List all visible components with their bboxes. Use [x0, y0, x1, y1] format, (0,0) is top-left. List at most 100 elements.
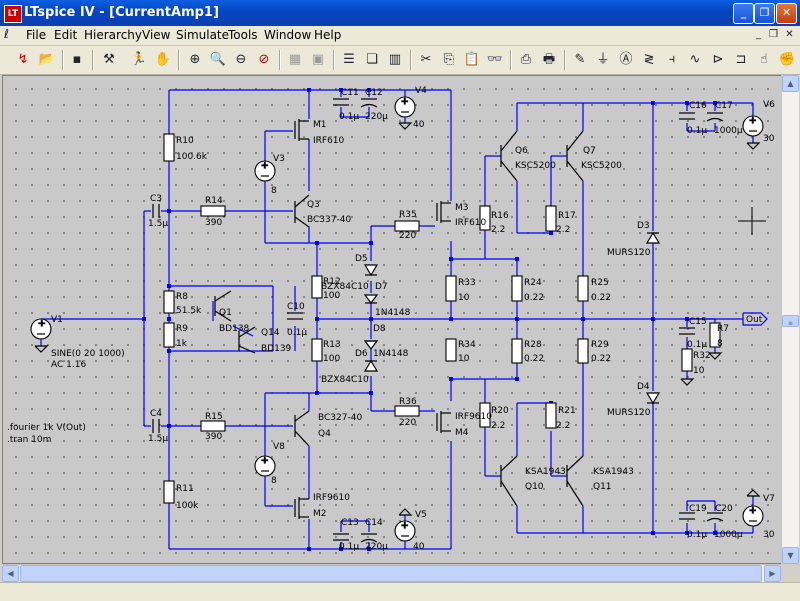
resistor-r12	[311, 275, 323, 299]
source-v1	[30, 318, 52, 340]
label-v8-value: 8	[271, 476, 277, 486]
cut-icon[interactable]: ✂	[420, 52, 432, 67]
net-label-out: Out	[746, 315, 763, 325]
schematic-canvas[interactable]: + + + + + + +	[2, 75, 782, 564]
label-r20: R20	[491, 406, 509, 416]
label-r12-value: 100	[323, 291, 340, 301]
source-v6	[742, 115, 764, 137]
svg-text:+: +	[401, 521, 409, 531]
directive-fourier: .fourier 1k V(Out)	[7, 423, 86, 433]
source-v4	[394, 96, 416, 118]
vertical-scroll-thumb[interactable]: ≡	[782, 315, 799, 327]
minimize-button[interactable]: _	[733, 3, 754, 24]
label-r13-value: 100	[323, 354, 340, 364]
horizontal-scroll-thumb[interactable]	[20, 565, 762, 582]
resistor-r10	[163, 133, 175, 162]
zoom-cancel-icon[interactable]: ⊘	[258, 52, 270, 67]
label-r36-value: 220	[399, 418, 416, 428]
copy-icon[interactable]: ⎘	[443, 52, 455, 67]
cascade-icon[interactable]: ❏	[366, 52, 378, 67]
source-v7	[742, 505, 764, 527]
resistor-r9	[163, 322, 175, 348]
label-r33: R33	[458, 278, 476, 288]
resistor-r17	[545, 205, 557, 232]
diode-icon[interactable]: ⊳	[712, 52, 724, 67]
component-lines: + + + + + + +	[34, 96, 761, 543]
run-icon[interactable]: ↯	[17, 52, 29, 67]
move-icon[interactable]: ☝	[760, 52, 768, 67]
draw-wire-icon[interactable]: ✎	[574, 52, 586, 67]
resistor-r15	[200, 420, 226, 432]
menu-hierarchy[interactable]: Hierarchy	[84, 28, 143, 42]
menu-view[interactable]: View	[142, 28, 171, 42]
resistor-icon[interactable]: ≷	[643, 52, 655, 67]
capacitor-icon[interactable]: ⫞	[668, 52, 676, 67]
close-button[interactable]: ✕	[776, 3, 797, 24]
autorange-icon[interactable]: ▦	[288, 52, 302, 67]
save-icon[interactable]: ▪	[72, 52, 82, 67]
zoom-in-icon[interactable]: ⊕	[189, 52, 201, 67]
label-q4-model: BC327-40	[318, 413, 362, 423]
ltspice-app-icon[interactable]: LT	[4, 5, 22, 23]
menu-bar: ℓ File Edit Hierarchy View Simulate Tool…	[0, 26, 800, 46]
label-q14: Q14	[261, 328, 280, 338]
tile-vertical-icon[interactable]: ▥	[388, 52, 402, 67]
ground-icon[interactable]: ⏚	[596, 52, 610, 67]
mdi-close-button[interactable]: ✕	[785, 29, 794, 40]
label-r10: R10	[176, 136, 194, 146]
drag-icon[interactable]: ✊	[778, 52, 796, 67]
label-r29: R29	[591, 340, 609, 350]
component-icon[interactable]: ⊐	[735, 52, 747, 67]
label-net-icon[interactable]: Ⓐ	[619, 52, 633, 67]
zoom-area-icon[interactable]: 🔍	[209, 52, 227, 67]
label-c13: C13	[341, 518, 359, 528]
scroll-down-icon[interactable]: ▼	[782, 547, 799, 564]
label-c3-value: 1.5µ	[148, 219, 168, 229]
label-r34: R34	[458, 340, 476, 350]
label-r21: R21	[558, 406, 576, 416]
fit-icon[interactable]: ▣	[311, 52, 325, 67]
menu-tools[interactable]: Tools	[228, 28, 258, 42]
horizontal-scrollbar[interactable]: ◀ ▶	[2, 564, 781, 582]
resistor-r7	[709, 322, 721, 348]
menu-edit[interactable]: Edit	[54, 28, 78, 42]
label-q1-model: BD138	[219, 324, 250, 334]
label-r14-value: 390	[205, 218, 222, 228]
label-m3-model: IRF610	[455, 218, 487, 228]
find-icon[interactable]: 👓	[486, 52, 504, 67]
resistor-r32	[681, 348, 693, 372]
source-v5	[394, 520, 416, 542]
document-icon[interactable]: ℓ	[4, 27, 9, 41]
label-r25-value: 0.22	[591, 293, 611, 303]
menu-simulate[interactable]: Simulate	[176, 28, 230, 42]
label-v6: V6	[763, 100, 775, 110]
mdi-restore-button[interactable]: ❐	[769, 29, 778, 40]
tile-horizontal-icon[interactable]: ☰	[343, 52, 355, 67]
label-r13: R13	[323, 340, 341, 350]
print-setup-icon[interactable]: ⎙	[520, 52, 532, 67]
control-panel-icon[interactable]: ⚒	[103, 52, 115, 67]
scroll-left-icon[interactable]: ◀	[2, 565, 19, 582]
paste-icon[interactable]: 📋	[463, 52, 481, 67]
vertical-scrollbar[interactable]: ▲ ≡ ▼	[781, 75, 799, 564]
run-simulation-icon[interactable]: 🏃	[130, 52, 148, 67]
scroll-right-icon[interactable]: ▶	[764, 565, 781, 582]
label-q11: Q11	[593, 482, 612, 492]
label-c4-value: 1.5µ	[148, 434, 168, 444]
pan-icon[interactable]: ✋	[154, 52, 172, 67]
maximize-button[interactable]: ❐	[754, 3, 775, 24]
menu-window[interactable]: Window	[264, 28, 312, 42]
menu-help[interactable]: Help	[314, 28, 342, 42]
label-r24-value: 0.22	[524, 293, 544, 303]
scroll-up-icon[interactable]: ▲	[782, 75, 799, 92]
print-icon[interactable]: 🖶	[542, 52, 556, 67]
label-c19: C19	[689, 504, 707, 514]
menu-file[interactable]: File	[26, 28, 47, 42]
label-m2: M2	[313, 509, 327, 519]
zoom-out-icon[interactable]: ⊖	[235, 52, 247, 67]
inductor-icon[interactable]: ∿	[689, 52, 701, 67]
label-d7: D7	[375, 282, 388, 292]
open-icon[interactable]: 📂	[38, 52, 56, 67]
label-d3-model: MURS120	[607, 248, 651, 258]
mdi-minimize-button[interactable]: _	[756, 29, 761, 40]
